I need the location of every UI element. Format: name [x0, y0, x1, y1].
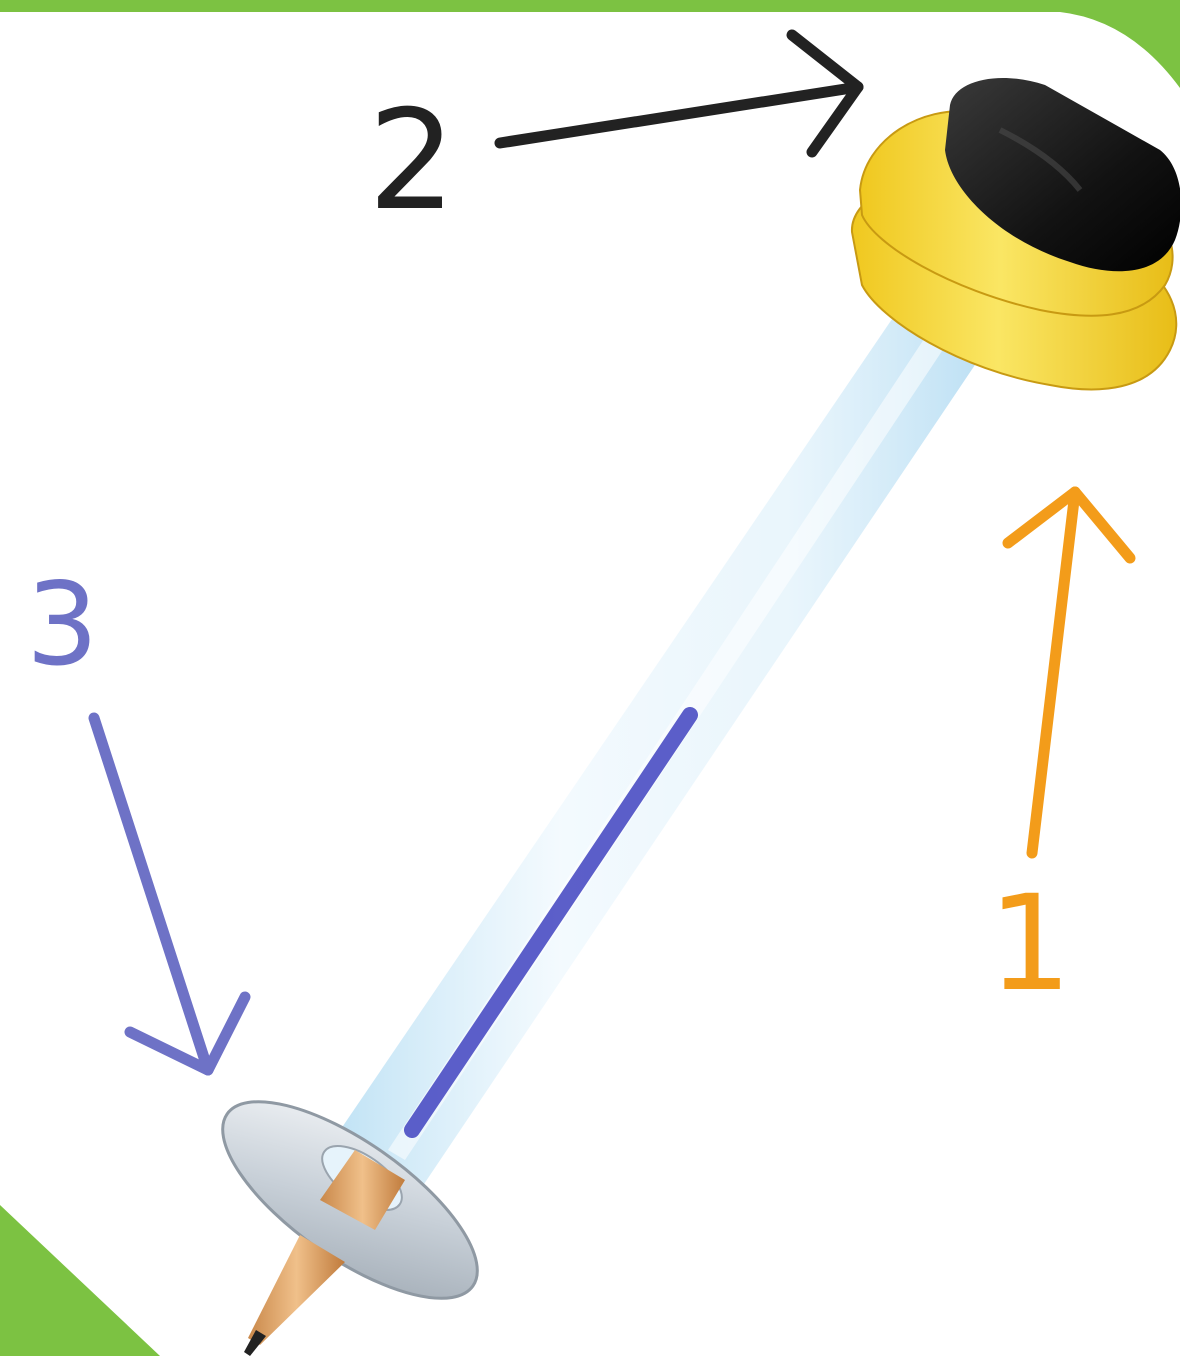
ink-line [412, 715, 690, 1130]
callout-label-3: 3 [26, 568, 99, 682]
arrow-2-shaft [500, 87, 858, 143]
arrow-3 [94, 718, 245, 1070]
frame-top-edge [0, 0, 1180, 88]
arrow-1-shaft [1032, 492, 1075, 853]
tube [330, 300, 985, 1190]
callout-label-2: 2 [368, 92, 456, 230]
callout-label-1: 1 [988, 878, 1072, 1010]
arrow-1 [1008, 492, 1130, 853]
arrow-3-shaft [94, 718, 208, 1070]
arrow-2 [500, 35, 858, 152]
frame-bottom-left-corner [0, 1205, 160, 1356]
